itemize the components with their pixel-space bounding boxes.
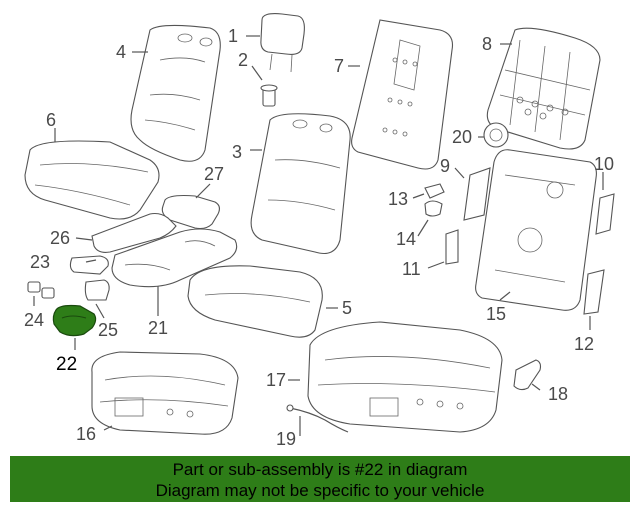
part-9-trim[interactable]: [463, 167, 491, 221]
part-3-seat-back[interactable]: [250, 113, 351, 255]
callout-21: 21: [148, 318, 168, 338]
callout-10: 10: [594, 154, 614, 174]
part-25-cupholder[interactable]: [84, 279, 110, 301]
callout-26: 26: [50, 228, 70, 248]
part-20-knob[interactable]: [483, 122, 509, 148]
callout-labels: 1 2 3 4 5 6 7 8 9 10 11 12 13 14 15 16 1…: [24, 26, 614, 449]
part-18-bracket[interactable]: [513, 359, 542, 391]
callout-20: 20: [452, 127, 472, 147]
callout-24: 24: [24, 310, 44, 330]
info-banner: Part or sub-assembly is #22 in diagram D…: [10, 456, 630, 502]
callout-17: 17: [266, 370, 286, 390]
part-26-armrest-cover[interactable]: [91, 212, 177, 253]
part-24-clip[interactable]: [27, 281, 55, 299]
part-21-console[interactable]: [111, 228, 238, 288]
callout-9: 9: [440, 156, 450, 176]
callout-13: 13: [388, 189, 408, 209]
banner-line-1: Part or sub-assembly is #22 in diagram: [172, 460, 468, 479]
parts-diagram: 1 2 3 4 5 6 7 8 9 10 11 12 13 14 15 16 1…: [24, 13, 615, 449]
part-5-seat-cushion[interactable]: [187, 265, 323, 338]
part-7-back-panel[interactable]: [351, 19, 454, 170]
callout-19: 19: [276, 429, 296, 449]
callout-8: 8: [482, 34, 492, 54]
callout-25: 25: [98, 320, 118, 340]
callout-12: 12: [574, 334, 594, 354]
part-10-cover[interactable]: [595, 193, 615, 235]
callout-7: 7: [334, 56, 344, 76]
part-14-clip[interactable]: [424, 200, 443, 217]
part-19-cable[interactable]: [286, 404, 349, 433]
part-1-headrest[interactable]: [260, 13, 305, 73]
callout-6: 6: [46, 110, 56, 130]
part-6-cushion[interactable]: [24, 140, 160, 220]
part-22-tray[interactable]: [52, 304, 97, 337]
callout-3: 3: [232, 142, 242, 162]
callout-1: 1: [228, 26, 238, 46]
banner-line-2: Diagram may not be specific to your vehi…: [155, 481, 485, 500]
leader-lines: [33, 35, 604, 436]
callout-5: 5: [342, 298, 352, 318]
callout-2: 2: [238, 50, 248, 70]
callout-15: 15: [486, 304, 506, 324]
callout-18: 18: [548, 384, 568, 404]
part-11-cover[interactable]: [445, 229, 459, 265]
callout-14: 14: [396, 229, 416, 249]
callout-27: 27: [204, 164, 224, 184]
part-17-seat-frame[interactable]: [307, 321, 503, 433]
part-2-guide[interactable]: [260, 84, 278, 107]
callout-11: 11: [402, 259, 421, 279]
callout-22: 22: [56, 354, 77, 375]
part-23-bracket[interactable]: [69, 255, 109, 275]
part-4-seat-back[interactable]: [130, 24, 221, 162]
part-13-clip[interactable]: [424, 183, 445, 199]
part-15-frame[interactable]: [475, 149, 597, 311]
part-16-seat-frame[interactable]: [91, 351, 239, 435]
callout-16: 16: [76, 424, 96, 444]
part-12-cover[interactable]: [583, 269, 605, 315]
callout-23: 23: [30, 252, 50, 272]
callout-4: 4: [116, 42, 126, 62]
part-8-back-mesh[interactable]: [486, 27, 601, 150]
